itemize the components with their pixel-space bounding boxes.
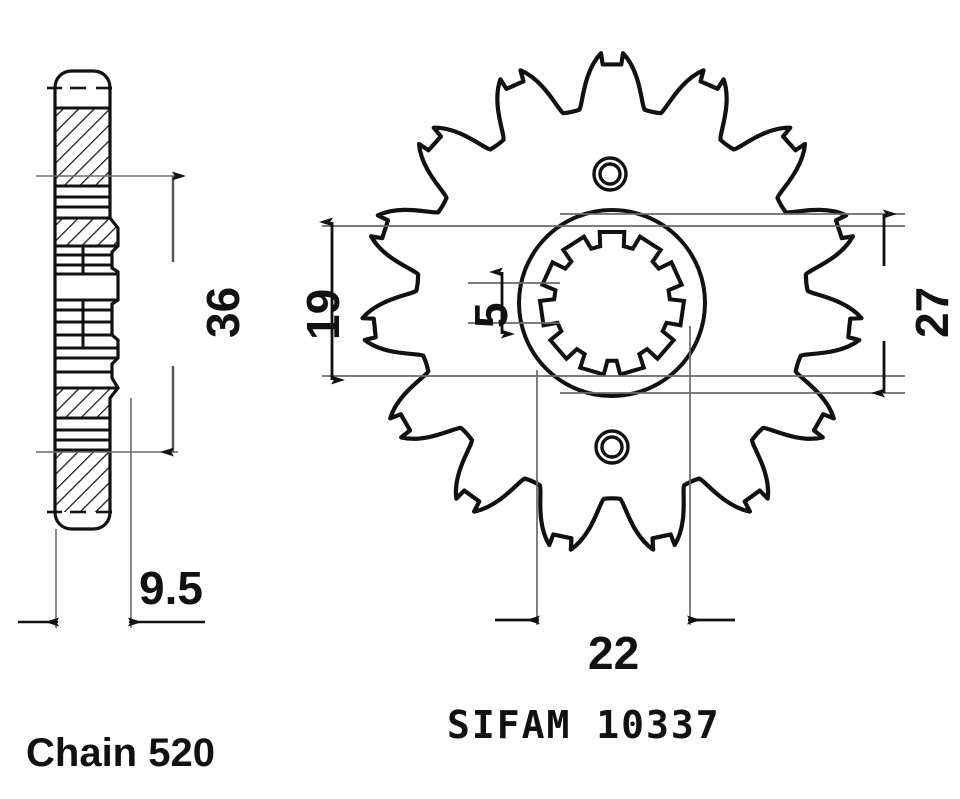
section-outline <box>53 69 120 531</box>
dim-value-9-5: 9.5 <box>139 562 203 614</box>
dim-value-27: 27 <box>906 286 958 338</box>
bolt-hole-bottom <box>594 429 630 465</box>
dim-value-36: 36 <box>197 286 249 338</box>
dim-value-19: 19 <box>297 288 349 340</box>
part-number-label: SIFAM 10337 <box>447 703 721 747</box>
side-section-view <box>18 69 205 628</box>
chain-size-label: Chain 520 <box>26 731 215 775</box>
dim-value-22: 22 <box>588 627 640 679</box>
dim-value-5: 5 <box>465 302 517 328</box>
bolt-hole-top <box>592 156 628 192</box>
front-sprocket-view <box>319 51 905 625</box>
section-internal-lines <box>56 106 118 452</box>
section-centerline-marks <box>47 86 112 514</box>
dim-36-extension-lines <box>36 175 178 453</box>
hub-outer-circle <box>517 208 707 398</box>
front-extension-lines <box>322 213 905 625</box>
dim-95-extension-lines <box>55 398 132 628</box>
section-hatching <box>56 108 117 512</box>
splined-bore-icon <box>537 230 687 378</box>
